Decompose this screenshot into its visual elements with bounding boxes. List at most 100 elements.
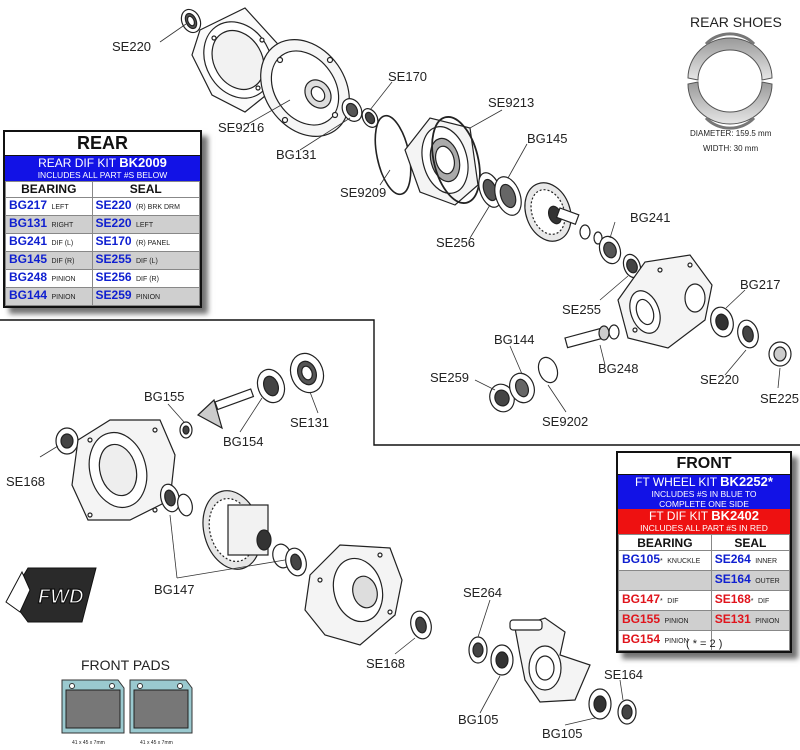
seal-desc: DIF (R)	[136, 275, 159, 283]
bearing-bg154	[256, 368, 286, 404]
bearing-bg147-c	[272, 543, 307, 577]
bearing-code: BG248	[9, 269, 48, 284]
bearing-cell: BG145 DIF (R)	[5, 250, 93, 270]
rear-shoes-illustration: REAR SHOES DIAMETER: 159.5 mm WIDTH: 30 …	[687, 14, 782, 153]
front-dif-kit-code: BK2402	[711, 508, 759, 524]
label-bg145: BG145	[527, 131, 567, 146]
rear-shoes-width: WIDTH: 30 mm	[703, 144, 758, 153]
seal-desc: PINION	[136, 293, 161, 301]
label-se256: SE256	[436, 235, 475, 250]
bearing-desc: PINION	[664, 638, 689, 646]
label-se220-right: SE220	[700, 372, 739, 387]
bearing-bg241	[598, 235, 622, 265]
front-diff-housing-right	[304, 544, 403, 646]
seal-desc: (R) BRK DRM	[136, 203, 180, 211]
seal-desc: INNER	[755, 558, 777, 566]
front-pads-illustration: FRONT PADS 41 x 45 x 7mm 41 x 45 x 7mm	[61, 657, 193, 746]
bearing-code: BG217	[9, 197, 48, 212]
label-se264: SE264	[463, 585, 502, 600]
bearing-desc: LEFT	[51, 203, 69, 211]
bearing-bg105-b	[588, 688, 612, 720]
seal-cell: SE264 INNER	[710, 550, 791, 572]
pinion-shaft	[564, 324, 620, 349]
rear-leader-lines	[159, 23, 781, 413]
front-ring-gear	[202, 490, 272, 570]
bearing-star: *	[660, 558, 663, 566]
seal-se168-left	[55, 427, 79, 455]
seal-code: SE220	[95, 197, 132, 212]
bearing-bg131	[341, 98, 363, 122]
bearing-bg105-a	[490, 644, 514, 676]
label-se9216: SE9216	[218, 120, 264, 135]
bearing-desc: RIGHT	[51, 221, 74, 229]
rear-dif-kit-band: REAR DIF KIT BK2009 INCLUDES ALL PART #S…	[5, 155, 200, 181]
label-bg154: BG154	[223, 434, 263, 449]
label-bg248: BG248	[598, 361, 638, 376]
seal-desc: LEFT	[136, 221, 154, 229]
pinion-seal-stack	[489, 356, 559, 413]
seal-code: SE131	[714, 612, 751, 627]
front-diff-housing-left	[71, 419, 176, 521]
seal-se170	[361, 108, 379, 128]
label-se168-left: SE168	[6, 474, 45, 489]
seal-code: SE256	[95, 269, 132, 284]
seal-desc: OUTER	[755, 578, 780, 586]
bearing-desc: DIF	[667, 598, 679, 606]
seal-desc: DIF	[757, 598, 770, 606]
rear-shoes-title: REAR SHOES	[690, 14, 782, 30]
pad-left	[61, 679, 125, 734]
front-kit-table: FRONT FT WHEEL KIT BK2252* INCLUDES #S I…	[616, 451, 792, 654]
bearing-desc: DIF (R)	[51, 257, 75, 265]
label-se131: SE131	[290, 415, 329, 430]
bearing-code: BG105	[622, 552, 661, 567]
rear-parts	[180, 7, 792, 413]
seal-code: SE220	[95, 215, 132, 230]
front-col-bearing: BEARING	[618, 534, 712, 552]
rear-kit-line1: REAR DIF KIT	[38, 156, 120, 170]
label-se170: SE170	[388, 69, 427, 84]
table-row: BG145 DIF (R)SE255 DIF (L)	[5, 250, 201, 270]
label-bg105-b: BG105	[542, 726, 582, 741]
brake-panel	[260, 39, 350, 137]
front-dif-kit-line2: INCLUDES ALL PART #S IN RED	[640, 523, 768, 534]
seal-cell: SE259 PINION	[91, 286, 201, 306]
bearing-code: BG131	[9, 215, 48, 230]
seal-code: SE259	[95, 287, 132, 302]
label-se168-bottom: SE168	[366, 656, 405, 671]
seal-cell: SE164 OUTER	[710, 570, 791, 592]
bearing-cell: BG155 PINION	[618, 610, 712, 632]
steering-knuckle	[509, 617, 591, 703]
bearing-desc: PINION	[51, 293, 76, 301]
label-se9202: SE9202	[542, 414, 588, 429]
label-bg241: BG241	[630, 210, 670, 225]
label-se259: SE259	[430, 370, 469, 385]
bearing-cell: BG147* DIF	[618, 590, 712, 612]
diff-small-parts	[579, 224, 603, 245]
bearing-desc: KNUCKLE	[667, 558, 701, 566]
seal-desc: (R) PANEL	[136, 239, 171, 247]
bearing-bg147-b	[177, 493, 193, 517]
label-bg155: BG155	[144, 389, 184, 404]
bearing-cell: BG248 PINION	[5, 268, 93, 288]
bearing-bg145	[494, 176, 522, 216]
bearing-code: BG145	[9, 251, 48, 266]
label-bg131: BG131	[276, 147, 316, 162]
front-wheel-kit-line1: FT WHEEL KIT	[635, 475, 721, 489]
seal-star: *	[750, 598, 754, 606]
label-bg217: BG217	[740, 277, 780, 292]
seal-code: SE264	[714, 552, 751, 567]
seal-se220-right	[737, 319, 759, 349]
seal-code: SE170	[95, 233, 132, 248]
seal-desc: DIF (L)	[136, 257, 158, 265]
quantity-note: ( * = 2 )	[686, 638, 723, 650]
bearing-star: *	[660, 598, 663, 606]
label-se164: SE164	[604, 667, 643, 682]
label-bg147: BG147	[154, 582, 194, 597]
rear-kit-line2: INCLUDES ALL PART #S BELOW	[37, 169, 168, 180]
fwd-label: FWD	[38, 586, 84, 608]
bearing-cell: BG105* KNUCKLE	[618, 550, 712, 572]
